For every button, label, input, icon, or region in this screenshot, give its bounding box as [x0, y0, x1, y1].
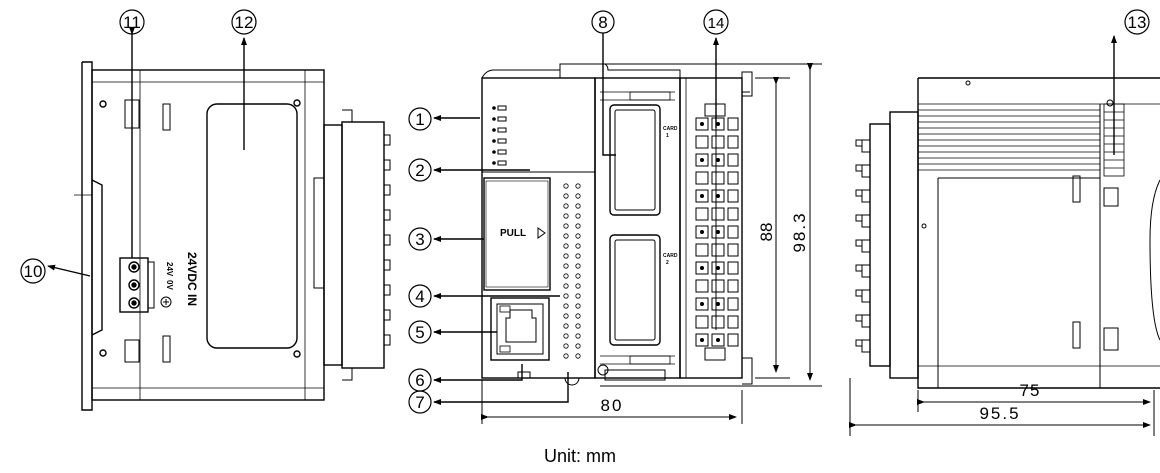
card-slot-2 — [609, 234, 661, 346]
dimension-lines-right — [849, 378, 1155, 436]
pull-label: PULL — [500, 228, 526, 239]
card-slot-1 — [609, 104, 661, 216]
callout-7: 7 — [408, 372, 569, 414]
callout-1: 1 — [408, 107, 480, 131]
card2-label: CARD — [663, 253, 678, 259]
callout-11: 11 — [119, 9, 145, 258]
svg-text:8: 8 — [598, 13, 607, 32]
callout-2: 2 — [408, 158, 530, 182]
io-dot-grid — [563, 183, 581, 359]
dimension-lines-front — [481, 63, 822, 424]
terminal-screws — [695, 103, 739, 361]
callout-14: 14 — [703, 9, 729, 330]
svg-text:4: 4 — [415, 287, 424, 306]
right-side-view — [855, 77, 1160, 389]
svg-text:5: 5 — [415, 323, 424, 342]
svg-text:3: 3 — [415, 230, 424, 249]
callout-4: 4 — [408, 284, 560, 308]
dimension-80: 80 — [601, 396, 624, 415]
callout-3: 3 — [408, 227, 484, 251]
svg-text:2: 2 — [415, 161, 424, 180]
label-plate — [206, 103, 298, 349]
svg-text:1: 1 — [415, 110, 424, 129]
svg-text:11: 11 — [123, 13, 141, 32]
card1-number: 1 — [666, 133, 669, 139]
svg-text:10: 10 — [24, 262, 43, 281]
power-input-label: 24VDC IN — [185, 252, 199, 306]
terminal-24v-label: 24V — [165, 262, 174, 277]
svg-text:14: 14 — [708, 15, 725, 32]
dimension-95-5: 95.5 — [979, 404, 1020, 423]
unit-caption: Unit: mm — [544, 446, 616, 466]
svg-text:6: 6 — [415, 371, 424, 390]
card1-label: CARD — [663, 126, 678, 132]
front-view — [481, 63, 753, 386]
ethernet-port — [490, 297, 550, 361]
card2-number: 2 — [666, 260, 669, 266]
svg-text:12: 12 — [235, 13, 254, 32]
callout-5: 5 — [408, 320, 497, 344]
callout-13: 13 — [1111, 9, 1150, 155]
terminal-0v-label: 0V — [165, 280, 174, 290]
callout-8: 8 — [591, 10, 616, 156]
svg-text:13: 13 — [1128, 13, 1147, 32]
callout-10: 10 — [20, 258, 91, 284]
dimension-98-3: 98.3 — [790, 211, 809, 252]
dimension-75: 75 — [1020, 381, 1041, 400]
pull-cover — [483, 177, 551, 291]
power-terminal-block — [119, 257, 155, 313]
callout-12: 12 — [231, 9, 257, 150]
left-side-view — [74, 61, 391, 411]
dimension-88: 88 — [757, 223, 776, 242]
svg-text:7: 7 — [415, 393, 424, 412]
